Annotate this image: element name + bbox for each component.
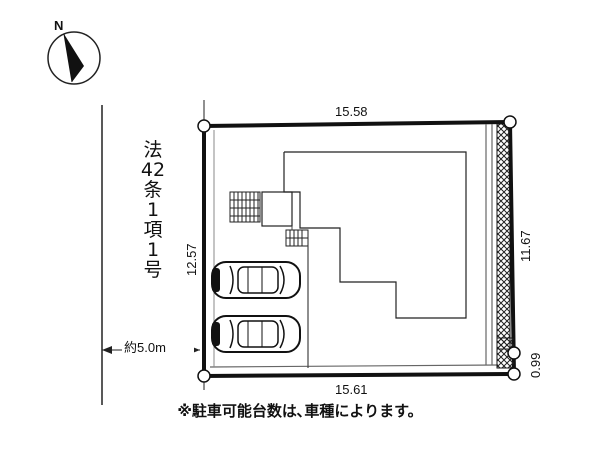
road-label-char: 1 [146,199,160,221]
survey-point [503,115,517,129]
survey-point [197,119,211,133]
north-arrow-icon [47,31,101,85]
building-outline [283,151,467,319]
car-icon [211,261,301,299]
dimension-top: 15.58 [335,104,368,119]
road-label-char: 条 [143,179,163,201]
entrance-block [261,191,293,227]
survey-point [507,367,521,381]
road-classification-label: 法 42 条 1 項 1 号 [138,140,168,280]
survey-point [197,369,211,383]
dimension-left: 12.57 [184,243,199,276]
road-label-char: 法 [143,139,163,161]
dimension-bottom: 15.61 [335,382,368,397]
compass-label: N [54,18,63,33]
stairs-icon [285,229,309,247]
survey-point [507,346,521,360]
road-label-char: 1 [146,239,160,261]
dimension-right-small: 0.99 [528,353,543,378]
road-width-label: 約5.0m [124,340,166,355]
parking-footnote: ※駐車可能台数は､車種によります。 [177,402,423,420]
road-label-char: 42 [140,159,166,181]
fence-hatched [496,123,511,350]
car-icon [211,315,301,353]
stairs-icon [229,191,261,223]
road-label-char: 項 [143,219,163,241]
dimension-right: 11.67 [518,230,533,262]
road-label-char: 号 [143,259,163,281]
